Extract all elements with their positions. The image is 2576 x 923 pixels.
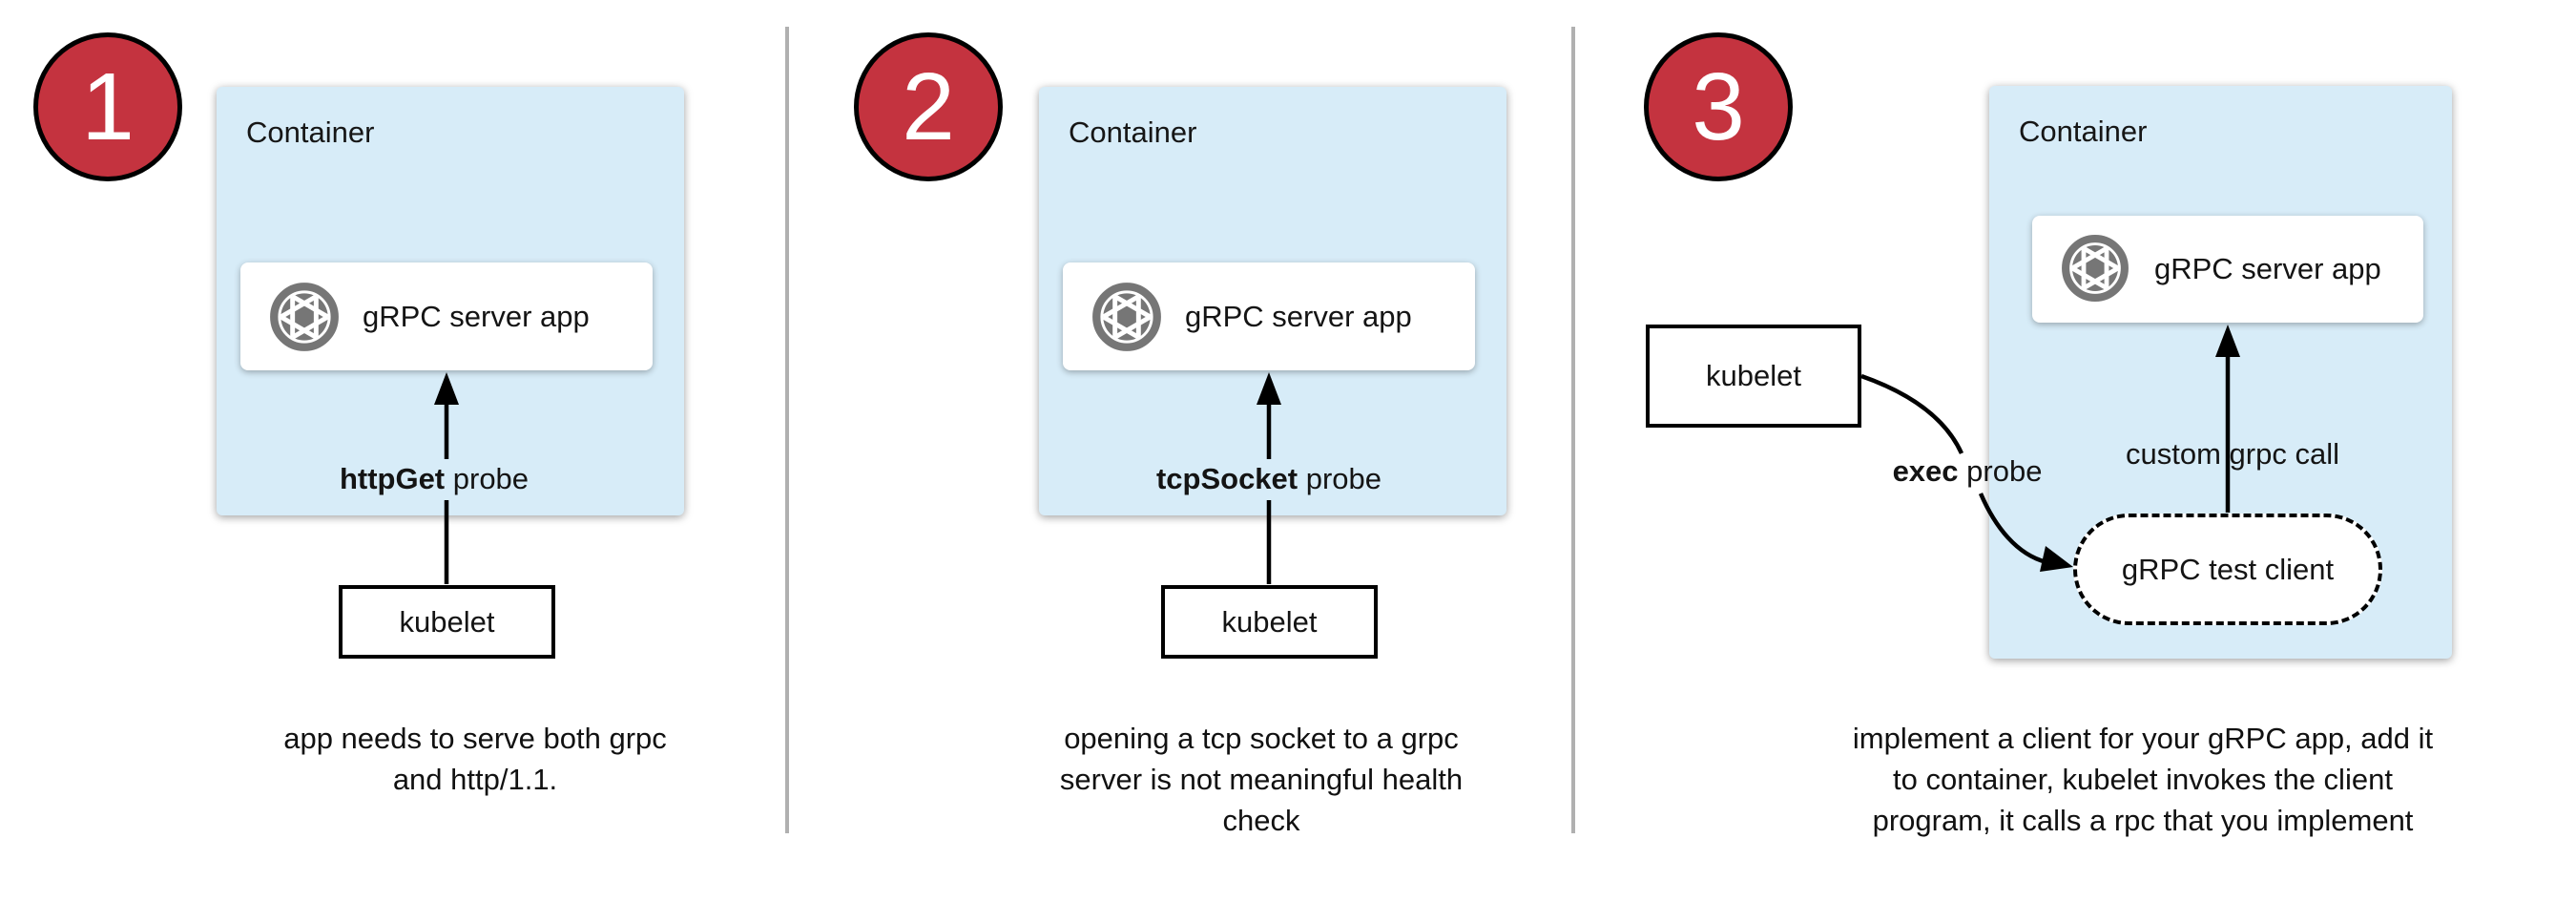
grpc-server-app-label: gRPC server app xyxy=(2154,252,2381,285)
exec-probe-curve xyxy=(1860,373,1964,454)
panel-2-caption: opening a tcp socket to a grpc server is… xyxy=(1013,718,1509,841)
custom-grpc-call-label: custom grpc call xyxy=(2126,437,2339,471)
grpc-server-app-box: gRPC server app xyxy=(2032,216,2423,323)
step-number: 3 xyxy=(1692,53,1745,160)
caption-line: program, it calls a rpc that you impleme… xyxy=(1872,804,2414,837)
grpc-test-client-label: gRPC test client xyxy=(2121,552,2335,586)
step-number: 2 xyxy=(902,53,955,160)
step-badge-3: 3 xyxy=(1644,32,1793,181)
kubelet-label: kubelet xyxy=(399,604,495,639)
container-label: Container xyxy=(2019,115,2148,148)
tcpsocket-probe-label: tcpSocket probe xyxy=(1126,458,1412,499)
aperture-icon xyxy=(1091,282,1162,352)
step-number: 1 xyxy=(81,53,135,160)
container-label: Container xyxy=(246,115,375,149)
grpc-server-app-label: gRPC server app xyxy=(1185,299,1412,333)
kubelet-label: kubelet xyxy=(1221,604,1318,639)
panel-1-caption: app needs to serve both grpc and http/1.… xyxy=(227,718,723,800)
panel-3-caption: implement a client for your gRPC app, ad… xyxy=(1818,718,2467,841)
container-label: Container xyxy=(1069,115,1197,149)
caption-line: to container, kubelet invokes the client xyxy=(1893,763,2393,796)
step-badge-2: 2 xyxy=(854,32,1003,181)
caption-line: check xyxy=(1222,804,1300,837)
grpc-server-app-box: gRPC server app xyxy=(1063,262,1475,370)
probe-word: probe xyxy=(1298,462,1382,495)
caption-line: implement a client for your gRPC app, ad… xyxy=(1852,722,2434,755)
kubelet-box: kubelet xyxy=(1646,325,1861,428)
exec-probe-label: exec probe xyxy=(1824,451,2110,492)
probe-type: exec xyxy=(1892,454,1959,488)
probe-word: probe xyxy=(1958,454,2043,488)
kubelet-box: kubelet xyxy=(1161,585,1378,659)
grpc-server-app-box: gRPC server app xyxy=(240,262,653,370)
caption-line: opening a tcp socket to a grpc xyxy=(1064,722,1459,755)
caption-line: and http/1.1. xyxy=(392,763,558,796)
aperture-icon xyxy=(269,282,340,352)
probe-type: httpGet xyxy=(339,462,446,495)
grpc-server-app-label: gRPC server app xyxy=(363,299,590,333)
httpget-probe-label: httpGet probe xyxy=(291,458,577,499)
caption-line: app needs to serve both grpc xyxy=(283,722,667,755)
probe-word: probe xyxy=(445,462,530,495)
kubelet-label: kubelet xyxy=(1706,359,1801,392)
kubelet-box: kubelet xyxy=(339,585,555,659)
panel-separator xyxy=(785,27,789,833)
probe-type: tcpSocket xyxy=(1155,462,1298,495)
aperture-icon xyxy=(2061,234,2131,304)
caption-line: server is not meaningful health xyxy=(1059,763,1464,796)
panel-separator xyxy=(1571,27,1575,833)
grpc-test-client-oval: gRPC test client xyxy=(2073,514,2382,625)
step-badge-1: 1 xyxy=(33,32,182,181)
